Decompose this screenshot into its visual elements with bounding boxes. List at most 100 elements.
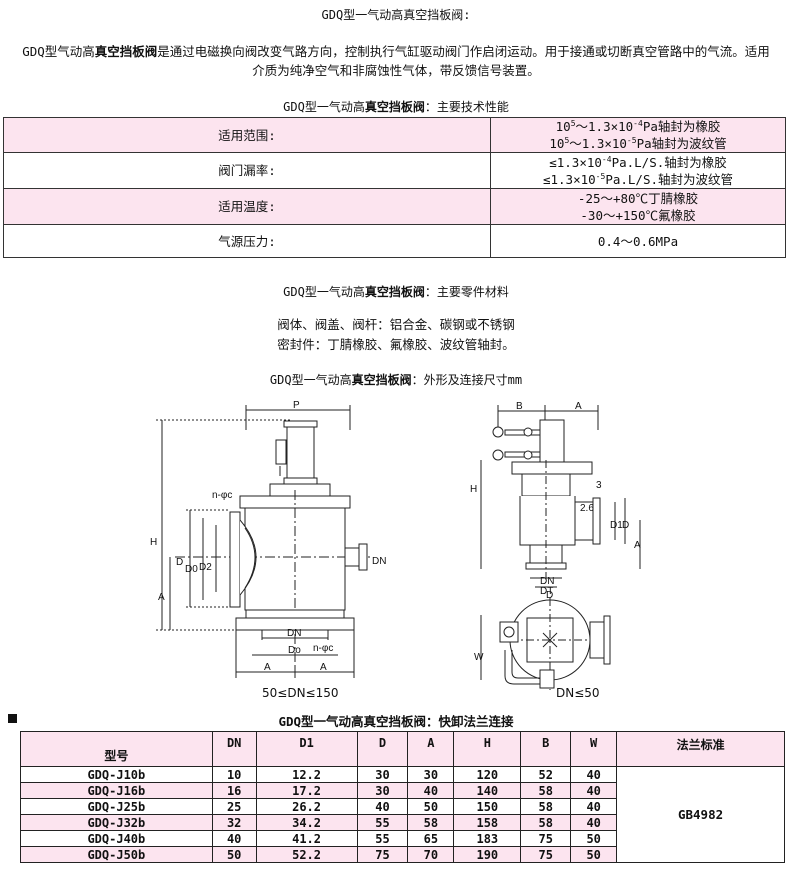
cell-model: GDQ-J32b xyxy=(20,814,213,831)
cell-model: GDQ-J40b xyxy=(20,830,213,847)
cell-d1: 12.2 xyxy=(255,766,358,783)
cell-b: 52 xyxy=(520,766,572,783)
cell-a: 65 xyxy=(407,830,455,847)
cell-d: 30 xyxy=(356,766,409,783)
valve-drawing: P H A D D0 D2 n-φc DN Do n-φc A A DN xyxy=(150,400,641,690)
sup: 5 xyxy=(564,136,570,145)
cell-d: 55 xyxy=(356,830,409,847)
spec-label-pressure: 气源压力: xyxy=(3,224,491,258)
dimension-table: 型号 DN D1 D A H B W 法兰标准 GDQ-J10b 10 12.2… xyxy=(20,731,785,863)
cell-a: 40 xyxy=(407,782,455,799)
cell-d1: 34.2 xyxy=(255,814,358,831)
v: Pa轴封为橡胶 xyxy=(642,119,721,134)
tt-c: ：快卸法兰连接 xyxy=(426,714,514,729)
table-row: GDQ-J50b 50 52.2 75 70 190 75 50 xyxy=(20,846,785,863)
left-view-drawing xyxy=(156,405,370,678)
spec-value-leak: ≤1.3×10-4Pa.L/S.轴封为橡胶 ≤1.3×10-5Pa.L/S.轴封… xyxy=(490,152,786,189)
cell-d: 30 xyxy=(356,782,409,799)
v: ～1.3×10 xyxy=(575,119,634,134)
v: 10 xyxy=(549,136,565,151)
cell-b: 58 xyxy=(520,782,572,799)
v: Pa.L/S.轴封为波纹管 xyxy=(605,171,733,187)
cell-d1: 52.2 xyxy=(255,846,358,863)
cell-d: 55 xyxy=(356,814,409,831)
tt-b: 真空挡板阀 xyxy=(363,714,427,729)
dt-c: ：外形及连接尺寸mm xyxy=(411,373,523,387)
cell-d1: 17.2 xyxy=(255,782,358,799)
dim-label-h-right: H xyxy=(470,484,477,495)
spec-label-leak: 阀门漏率: xyxy=(3,152,491,189)
col-header-d: D xyxy=(356,731,409,767)
cell-h: 150 xyxy=(453,798,522,815)
dim-label-dt: DT xyxy=(540,586,553,597)
dim-label-d0: D0 xyxy=(185,564,198,575)
dim-label-2-6: 2.6 xyxy=(580,503,594,514)
dim-label-h: H xyxy=(150,537,157,548)
intro-text-2: 是通过电磁换向阀改变气路方向，控制执行气缸驱动阀门作启闭运动。用于接通或切断真空… xyxy=(157,44,770,59)
spec-label-range: 适用范围: xyxy=(3,117,491,153)
cell-h: 158 xyxy=(453,814,522,831)
caption-left-view: 50≤DN≤150 xyxy=(262,686,339,700)
dim-label-a-right: A xyxy=(634,540,641,551)
v: Pa.L/S.轴封为橡胶 xyxy=(611,154,727,170)
sup: -5 xyxy=(626,136,637,145)
table-row: GDQ-J32b 32 34.2 55 58 158 58 40 xyxy=(20,814,785,831)
cell-model: GDQ-J16b xyxy=(20,782,213,799)
table-row: GDQ-J16b 16 17.2 30 40 140 58 40 xyxy=(20,782,785,799)
dt-b: 真空挡板阀 xyxy=(351,373,412,387)
cell-h: 183 xyxy=(453,830,522,847)
sup: -4 xyxy=(601,154,612,164)
page-title: GDQ型一气动高真空挡板阀: xyxy=(321,8,471,22)
cell-w: 40 xyxy=(570,814,618,831)
spec-table: 适用范围: 105～1.3×10-4Pa轴封为橡胶 105～1.3×10-5Pa… xyxy=(3,117,786,258)
cell-h: 190 xyxy=(453,846,522,863)
sup: 5 xyxy=(570,119,576,128)
spec-value-range: 105～1.3×10-4Pa轴封为橡胶 105～1.3×10-5Pa轴封为波纹管 xyxy=(490,117,786,153)
cell-dn: 32 xyxy=(211,814,257,831)
dim-label-nphic: n-φc xyxy=(212,490,232,501)
spec-row-temp: 适用温度: -25～+80℃丁腈橡胶 -30～+150℃氟橡胶 xyxy=(3,188,786,225)
v: ～1.3×10 xyxy=(569,136,627,151)
table-section-title: GDQ型一气动高真空挡板阀：快卸法兰连接 xyxy=(0,711,792,730)
table-header-row: 型号 DN D1 D A H B W 法兰标准 xyxy=(20,731,785,767)
cell-h: 120 xyxy=(453,766,522,783)
sup: -5 xyxy=(595,171,606,181)
dim-label-w: W xyxy=(474,652,484,663)
dim-label-d-plan: D xyxy=(546,590,553,601)
cell-a: 30 xyxy=(407,766,455,783)
cell-b: 58 xyxy=(520,814,572,831)
cell-dn: 25 xyxy=(211,798,257,815)
dim-label-a-bottom-1: A xyxy=(264,662,271,673)
col-header-a: A xyxy=(407,731,455,767)
spec-row-leak: 阀门漏率: ≤1.3×10-4Pa.L/S.轴封为橡胶 ≤1.3×10-5Pa.… xyxy=(3,152,786,189)
v: ≤1.3×10 xyxy=(542,171,596,187)
cell-a: 58 xyxy=(407,814,455,831)
spec-row-range: 适用范围: 105～1.3×10-4Pa轴封为橡胶 105～1.3×10-5Pa… xyxy=(3,117,786,153)
cell-model: GDQ-J50b xyxy=(20,846,213,863)
cell-w: 40 xyxy=(570,782,618,799)
cell-a: 50 xyxy=(407,798,455,815)
col-header-b: B xyxy=(520,731,572,767)
spec-title-b: 真空挡板阀 xyxy=(364,100,425,114)
dim-label-a-bottom-2: A xyxy=(320,662,327,673)
v: -30～+150℃氟橡胶 xyxy=(580,207,696,223)
spec-value-pressure: 0.4～0.6MPa xyxy=(490,224,786,258)
dim-label-d: D xyxy=(176,557,183,568)
dt-a: GDQ型一气动高 xyxy=(269,373,352,387)
dim-label-dn-side: DN xyxy=(372,556,386,567)
caption-right-view: DN≤50 xyxy=(556,686,600,700)
cell-b: 75 xyxy=(520,830,572,847)
dim-label-3: 3 xyxy=(596,480,602,491)
cell-dn: 50 xyxy=(211,846,257,863)
cell-d: 40 xyxy=(356,798,409,815)
intro-text-1: GDQ型气动高 xyxy=(22,44,95,59)
cell-flange-standard: GB4982 xyxy=(616,766,785,863)
v: 10 xyxy=(555,119,571,134)
cell-w: 40 xyxy=(570,798,618,815)
mt-c: ：主要零件材料 xyxy=(424,285,509,299)
cell-w: 40 xyxy=(570,766,618,783)
cell-model: GDQ-J25b xyxy=(20,798,213,815)
cell-b: 58 xyxy=(520,798,572,815)
col-header-standard: 法兰标准 xyxy=(616,731,785,767)
spec-section-title: GDQ型一气动高真空挡板阀：主要技术性能 xyxy=(0,98,792,115)
